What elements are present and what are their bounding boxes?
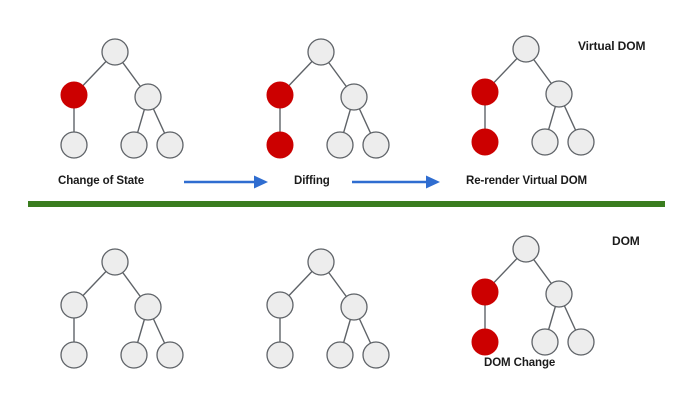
tree-node [120, 131, 148, 159]
tree-node [512, 35, 540, 63]
stage-label-change-of-state: Change of State [58, 175, 145, 187]
arrow-diffing-to-rerender [352, 175, 440, 189]
arrow-state-to-diffing [184, 175, 268, 189]
tree-node [156, 341, 184, 369]
tree-node [340, 293, 368, 321]
tree-tree-dom-initial [60, 248, 184, 369]
stage-label-re-render-virtual-dom: Re-render Virtual DOM [466, 175, 588, 187]
tree-tree-dom-middle [266, 248, 390, 369]
tree-tree-dom-change [471, 235, 595, 356]
tree-node [266, 341, 294, 369]
tree-node-changed [266, 81, 294, 109]
tree-node [307, 38, 335, 66]
tree-node [101, 38, 129, 66]
tree-node [567, 128, 595, 156]
section-label-dom: DOM [612, 234, 640, 248]
tree-node-changed [471, 328, 499, 356]
arrow-head [426, 175, 440, 189]
stage-label-dom-change: DOM Change [484, 357, 556, 369]
tree-node [101, 248, 129, 276]
tree-node [326, 131, 354, 159]
tree-tree-virtual-re-render [471, 35, 595, 156]
tree-node [545, 80, 573, 108]
tree-node [362, 131, 390, 159]
tree-node [134, 293, 162, 321]
tree-node-changed [471, 128, 499, 156]
tree-node [60, 131, 88, 159]
horizontal-green-divider [28, 201, 665, 207]
tree-node [307, 248, 335, 276]
arrow-head [254, 175, 268, 189]
tree-node [340, 83, 368, 111]
tree-node-changed [60, 81, 88, 109]
tree-node [512, 235, 540, 263]
stage-label-diffing: Diffing [294, 175, 330, 187]
tree-node [266, 291, 294, 319]
tree-node-changed [471, 278, 499, 306]
tree-node [531, 128, 559, 156]
tree-node [531, 328, 559, 356]
tree-node [362, 341, 390, 369]
tree-node [326, 341, 354, 369]
tree-node [567, 328, 595, 356]
tree-tree-virtual-change-of-state [60, 38, 184, 159]
tree-node [60, 341, 88, 369]
tree-node [120, 341, 148, 369]
tree-node-changed [266, 131, 294, 159]
tree-node [545, 280, 573, 308]
section-label-virtual-dom: Virtual DOM [578, 39, 646, 53]
tree-node-changed [471, 78, 499, 106]
tree-node [134, 83, 162, 111]
tree-node [156, 131, 184, 159]
tree-node [60, 291, 88, 319]
tree-tree-virtual-diffing [266, 38, 390, 159]
